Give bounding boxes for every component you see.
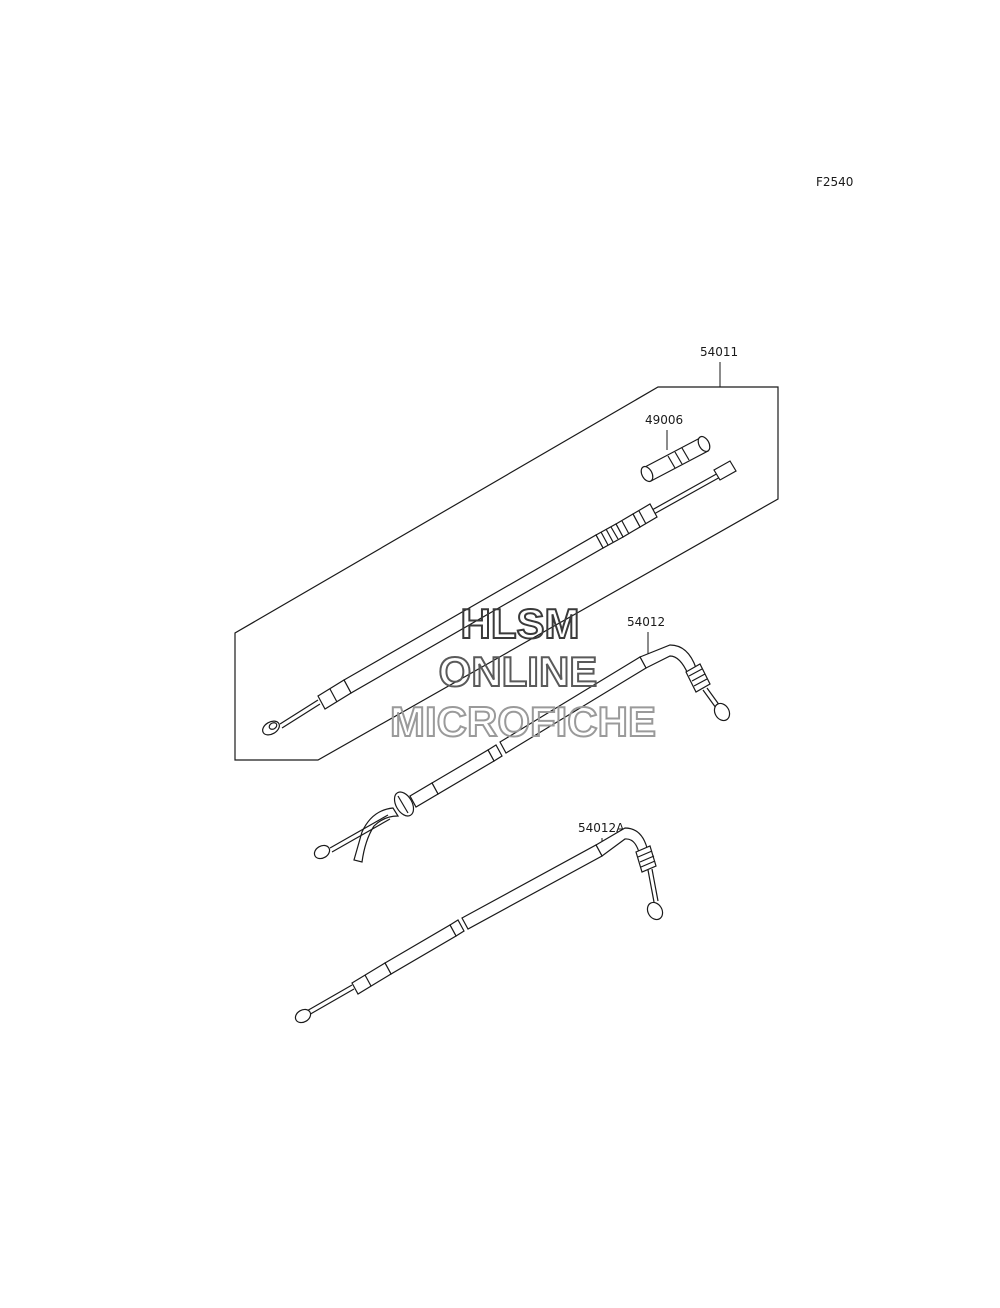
part-label-54012[interactable]: 54012 [627,615,665,629]
part-54011-cable [262,460,737,736]
watermark-line-3: MICROFICHE [390,698,656,745]
watermark-line-2: ONLINE [439,648,598,695]
watermark-line-1: HLSM [461,600,580,647]
part-label-54011[interactable]: 54011 [700,345,738,359]
part-label-54012A[interactable]: 54012A [578,821,625,835]
watermark: HLSM ONLINE MICROFICHE [389,599,657,746]
group-outline-54011 [234,386,779,761]
part-label-49006[interactable]: 49006 [645,413,683,427]
part-49006-adjuster [640,435,711,483]
part-54012-cable [313,644,731,863]
part-54012A-cable [294,827,664,1024]
figure-code: F2540 [816,175,853,189]
